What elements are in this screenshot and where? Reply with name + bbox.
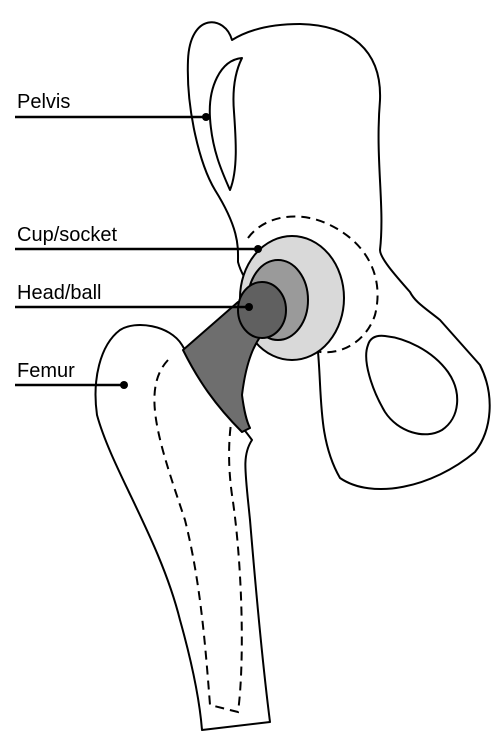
head-ball-marker-dot bbox=[245, 303, 253, 311]
head-ball-label: Head/ball bbox=[17, 282, 102, 304]
head-ball bbox=[238, 282, 286, 338]
pelvis-label: Pelvis bbox=[17, 91, 70, 113]
cup-socket-marker-dot bbox=[254, 245, 262, 253]
femur-label: Femur bbox=[17, 360, 75, 382]
pelvis-marker-dot bbox=[202, 113, 210, 121]
femur-marker-dot bbox=[120, 381, 128, 389]
cup-socket-label: Cup/socket bbox=[17, 224, 117, 246]
